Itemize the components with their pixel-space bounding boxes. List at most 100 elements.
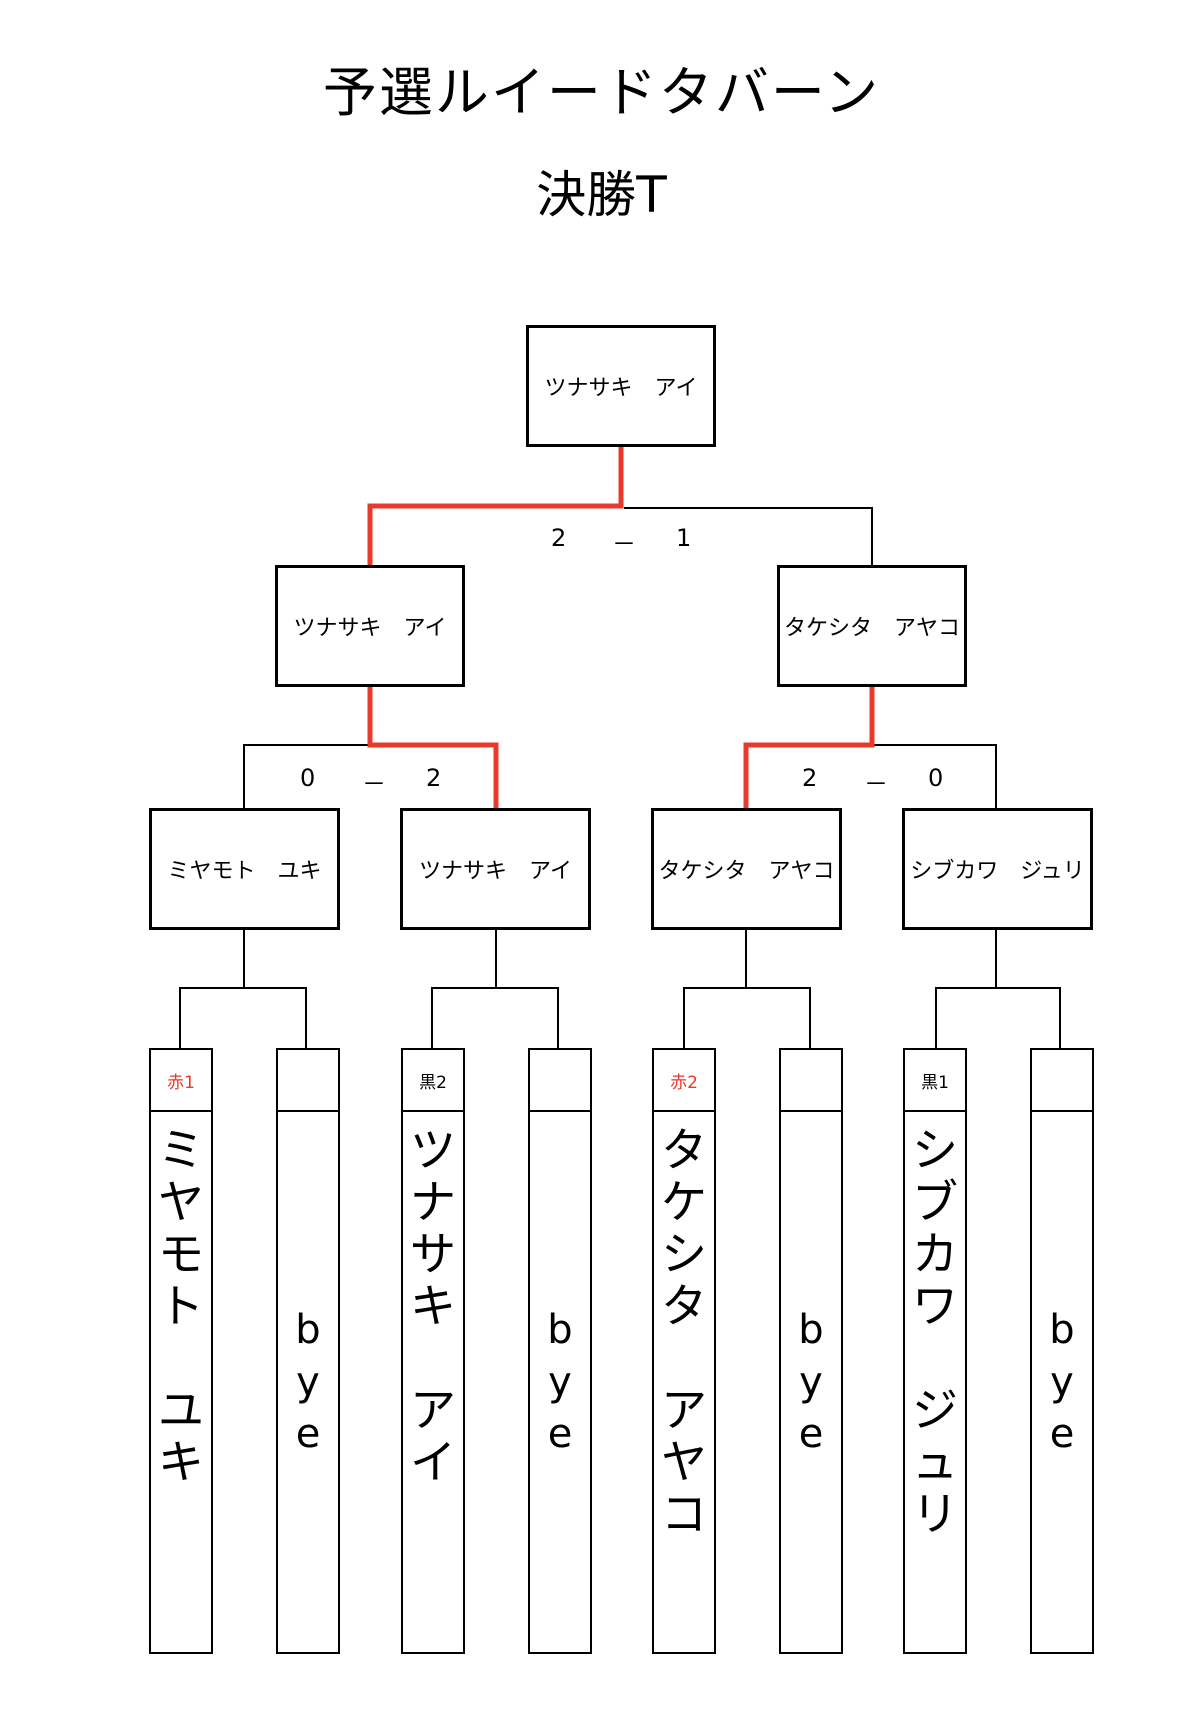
entry-name-char	[174, 1332, 189, 1384]
final-score-right: 1	[676, 524, 692, 552]
line-q2	[431, 928, 497, 1048]
semi-right-score-right: 0	[928, 764, 944, 792]
entry-name-char: モ	[158, 1227, 204, 1281]
quarterfinal-box: シブカワ ジュリ	[902, 808, 1093, 930]
entry-name-char: ジ	[912, 1383, 958, 1437]
line-q1	[179, 928, 245, 1048]
entry-name-char: ユ	[158, 1383, 204, 1437]
semi-left-score-right: 2	[426, 764, 442, 792]
entry-name-char: ト	[158, 1279, 204, 1333]
line-semi-left-left	[243, 744, 370, 808]
semi-right-score-left: 2	[802, 764, 818, 792]
final-winner-name: ツナサキ アイ	[544, 376, 698, 401]
final-score-dash: －	[612, 530, 636, 558]
final-score-left: 2	[551, 524, 567, 552]
line-q1b	[244, 987, 307, 1048]
seed-label	[781, 1050, 841, 1112]
semi-left-score-dash: －	[362, 770, 386, 798]
entry-name: ツナサキ アイ	[403, 1112, 463, 1652]
entry-name-char: ナ	[410, 1175, 456, 1229]
page-subtitle: 決勝T	[536, 166, 667, 224]
entry-name-char: タ	[661, 1279, 707, 1333]
seed-label	[1032, 1050, 1092, 1112]
semifinal-name: タケシタ アヤコ	[783, 616, 960, 641]
seed-label	[278, 1050, 338, 1112]
entry-name-char: y	[296, 1359, 320, 1405]
entry-name-char: タ	[661, 1123, 707, 1177]
semi-left-score-left: 0	[300, 764, 316, 792]
seed-label: 黒1	[905, 1050, 965, 1112]
entry-name-char: ア	[410, 1383, 456, 1437]
entry-name: ミヤモト ユキ	[151, 1112, 211, 1652]
entry-name-char: y	[548, 1359, 572, 1405]
entry-name-char	[677, 1332, 692, 1384]
entry-name-char: y	[799, 1359, 823, 1405]
entry-name-char: e	[547, 1411, 573, 1457]
entry-name-char: ミ	[158, 1123, 204, 1177]
quarterfinal-name: ツナサキ アイ	[419, 859, 572, 884]
entry-name-char: ブ	[912, 1175, 958, 1229]
line-q4	[935, 928, 997, 1048]
entry-name-char: ケ	[661, 1175, 707, 1229]
line-q2b	[496, 987, 559, 1048]
seed-label: 赤1	[151, 1050, 211, 1112]
quarterfinal-name: ミヤモト ユキ	[167, 859, 322, 884]
quarterfinal-box: ミヤモト ユキ	[149, 808, 340, 930]
entry-name-char	[928, 1332, 943, 1384]
winner-path-semi-right	[743, 686, 875, 808]
entry-name-char: ヤ	[158, 1175, 204, 1229]
semifinal-box-left: ツナサキ アイ	[275, 565, 465, 687]
entry-name-char: e	[295, 1411, 321, 1457]
semi-right-score-dash: －	[864, 770, 888, 798]
entry-name-char: カ	[912, 1227, 958, 1281]
entry-name-char: イ	[410, 1435, 456, 1489]
entry-name-char: リ	[912, 1487, 958, 1541]
entry-name-char: b	[295, 1307, 321, 1353]
entry-name-char: b	[547, 1307, 573, 1353]
quarterfinal-box: ツナサキ アイ	[400, 808, 591, 930]
winner-path-semi-left	[367, 686, 499, 808]
entry-name-char: e	[1049, 1411, 1075, 1457]
entry-name-char: b	[1049, 1307, 1075, 1353]
entry-name-char: キ	[158, 1435, 204, 1489]
winner-path-final	[367, 447, 624, 565]
entry-name-char: ワ	[912, 1279, 958, 1333]
entry-name-char: シ	[661, 1227, 707, 1281]
entry-name: タケシタ アヤコ	[654, 1112, 714, 1652]
seed-label: 黒2	[403, 1050, 463, 1112]
seed-label	[530, 1050, 590, 1112]
final-winner-box: ツナサキ アイ	[526, 325, 716, 447]
entry-name-char: キ	[410, 1279, 456, 1333]
quarterfinal-name: タケシタ アヤコ	[658, 859, 835, 884]
entry-name-char: ツ	[410, 1123, 456, 1177]
line-final-right	[624, 507, 873, 565]
entry-name: シブカワ ジュリ	[905, 1112, 965, 1652]
seed-label: 赤2	[654, 1050, 714, 1112]
quarterfinal-box: タケシタ アヤコ	[651, 808, 842, 930]
entry-name-char: e	[798, 1411, 824, 1457]
entry-name-char: シ	[912, 1123, 958, 1177]
entry-name-char: コ	[661, 1487, 707, 1541]
line-q3	[683, 928, 747, 1048]
entry-name-char: ア	[661, 1383, 707, 1437]
entry-name-char: b	[798, 1307, 824, 1353]
semifinal-box-right: タケシタ アヤコ	[777, 565, 967, 687]
entry-name-char	[426, 1332, 441, 1384]
entry-name-char: ヤ	[661, 1435, 707, 1489]
page-title: 予選ルイードタバーン	[322, 61, 881, 124]
entry-name-char: y	[1050, 1359, 1074, 1405]
line-q3b	[746, 987, 811, 1048]
semifinal-name: ツナサキ アイ	[293, 616, 447, 641]
quarterfinal-name: シブカワ ジュリ	[910, 859, 1085, 884]
